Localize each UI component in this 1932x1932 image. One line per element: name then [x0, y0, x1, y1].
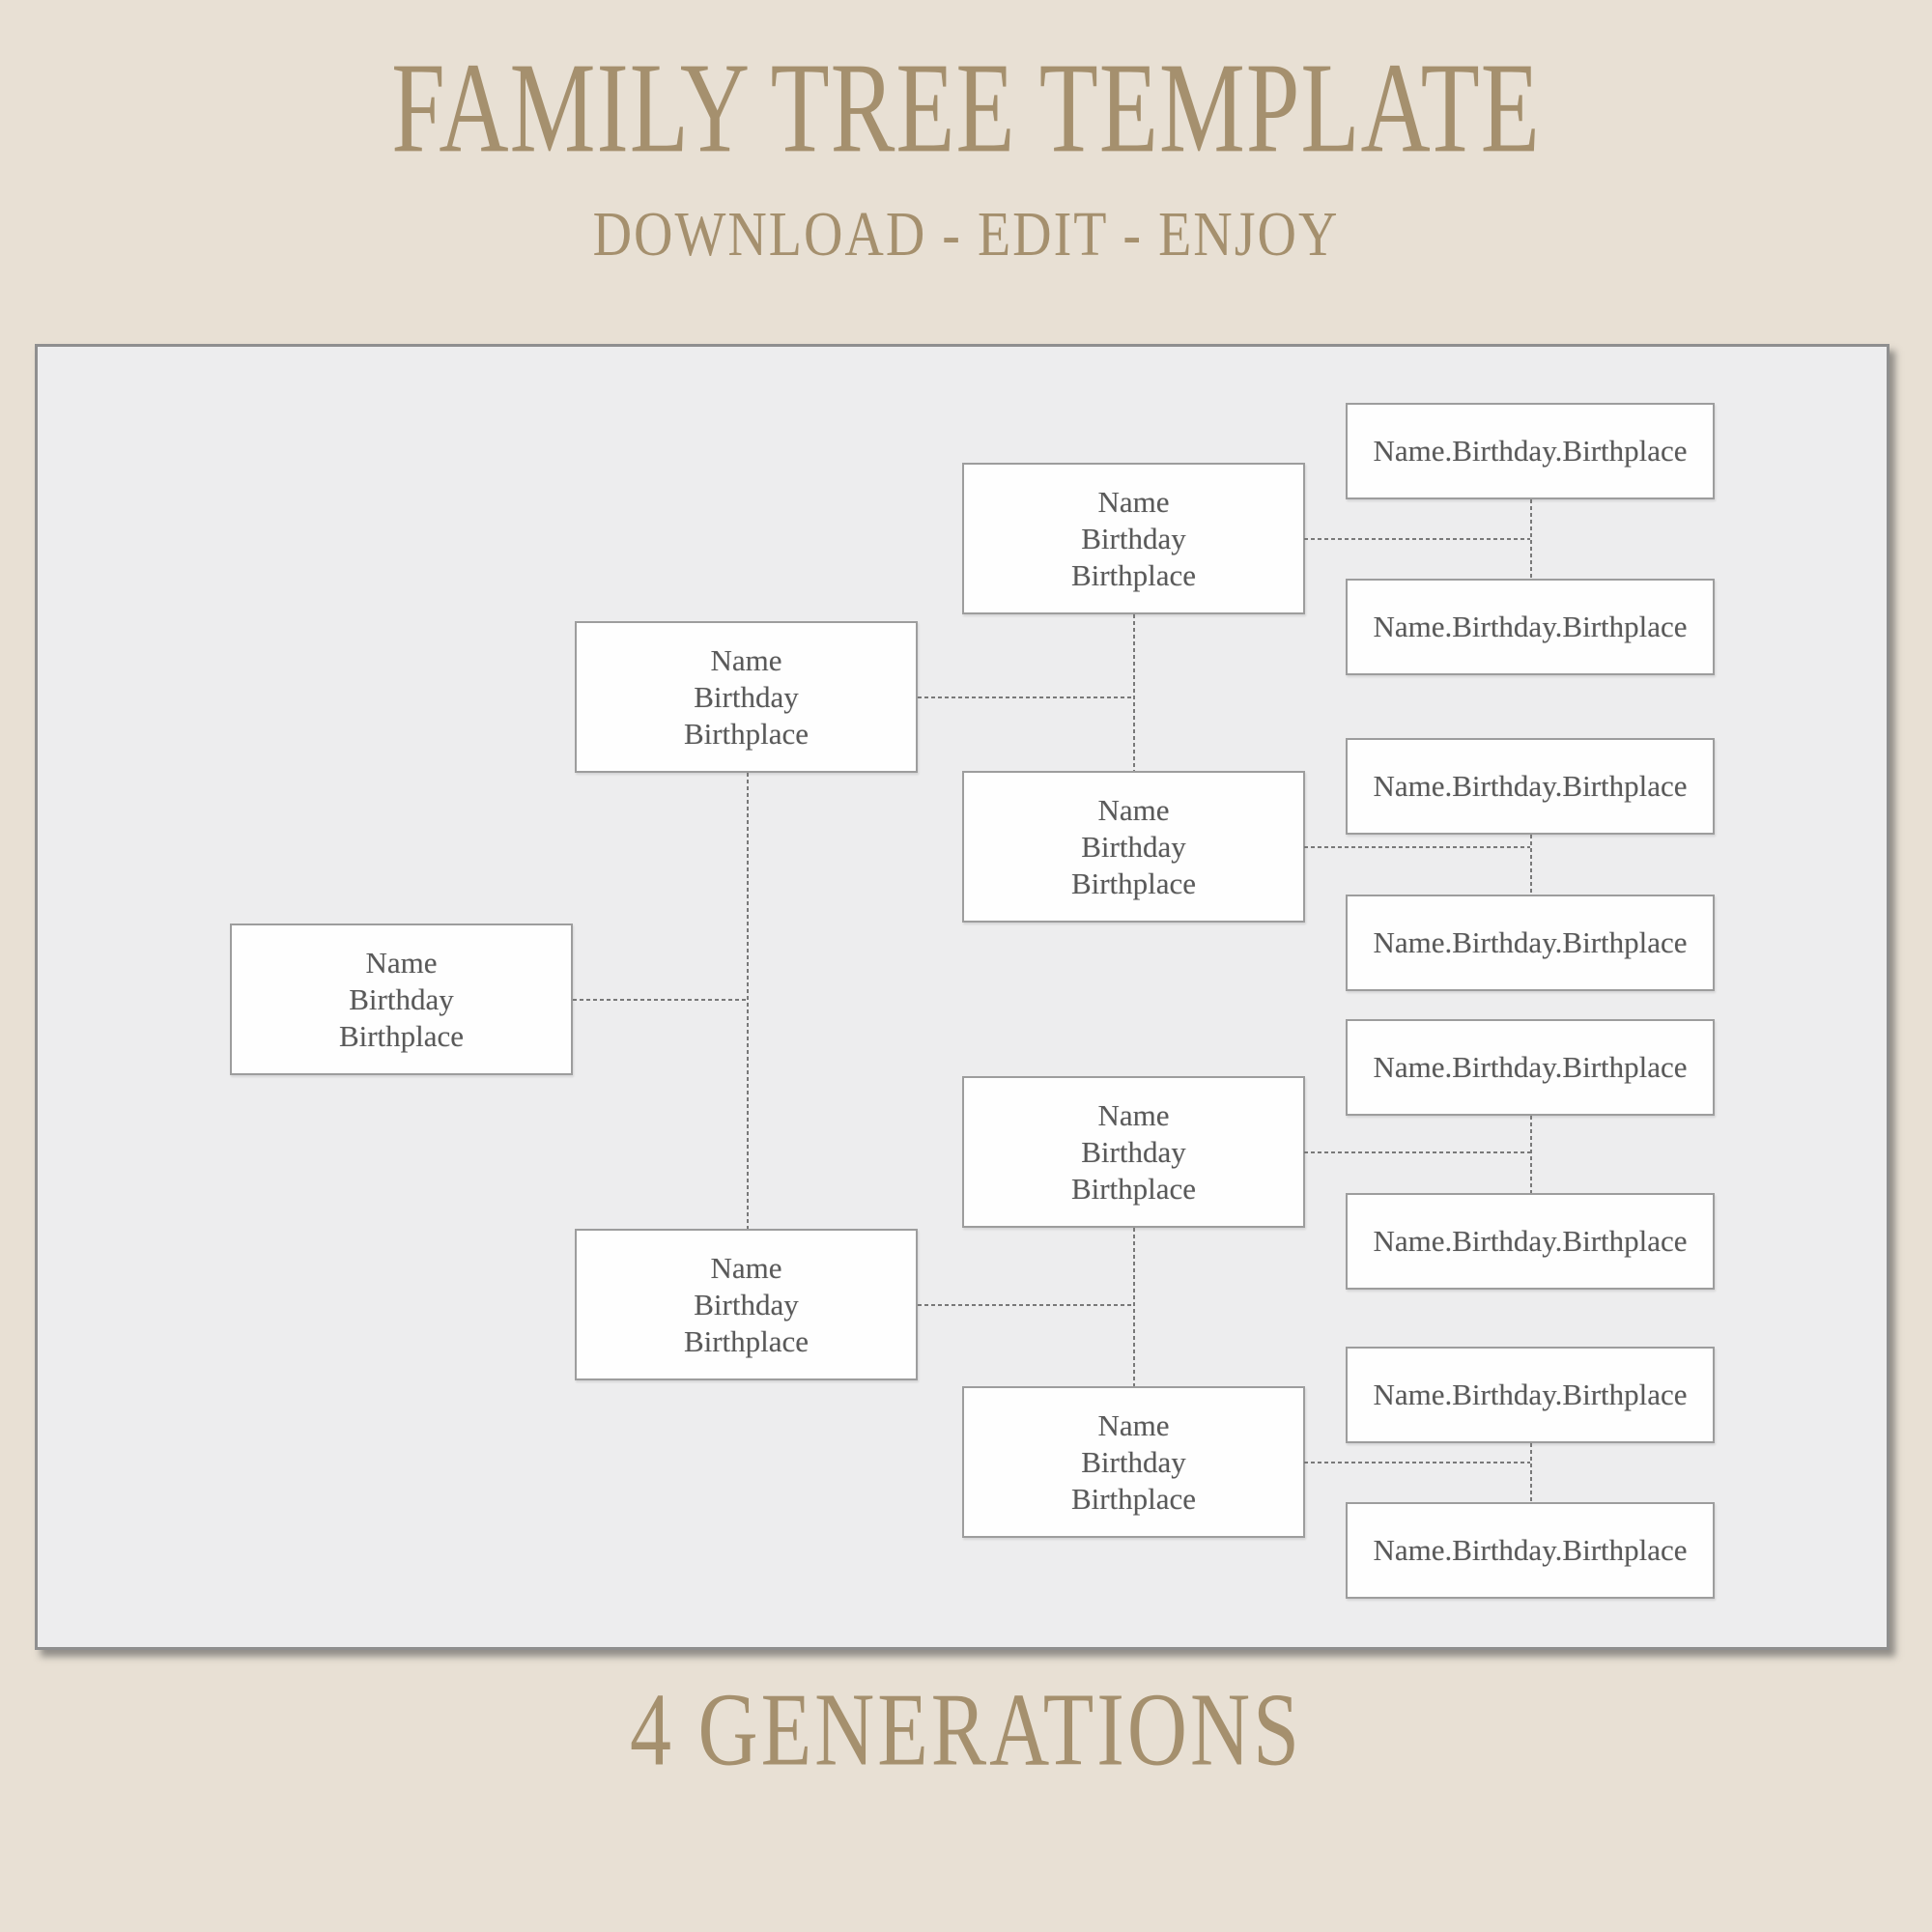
person-birthplace-line: Birthplace: [1070, 557, 1197, 592]
connector-gen4-pair4-v: [1530, 1443, 1532, 1502]
leaf-card-gen4-7: Name.Birthday.Birthplace: [1346, 1347, 1715, 1443]
person-card-gen3-1: Name Birthday Birthplace: [962, 463, 1305, 614]
connector-gen3-2-h: [1304, 846, 1530, 848]
connector-gen2-pair-v: [747, 773, 749, 1229]
leaf-card-gen4-6: Name.Birthday.Birthplace: [1346, 1193, 1715, 1290]
connector-gen4-pair2-v: [1530, 835, 1532, 895]
person-name-line: Name: [365, 945, 438, 980]
leaf-card-gen4-1: Name.Birthday.Birthplace: [1346, 403, 1715, 499]
leaf-card-gen4-4: Name.Birthday.Birthplace: [1346, 895, 1715, 991]
person-birthplace-line: Birthplace: [683, 1323, 810, 1358]
connector-gen3-pair34-v: [1133, 1228, 1135, 1386]
leaf-label: Name.Birthday.Birthplace: [1373, 925, 1688, 959]
leaf-label: Name.Birthday.Birthplace: [1373, 610, 1688, 643]
person-card-gen3-3: Name Birthday Birthplace: [962, 1076, 1305, 1228]
person-birthplace-line: Birthplace: [338, 1018, 465, 1053]
person-birthday-line: Birthday: [694, 679, 799, 714]
person-card-gen3-4: Name Birthday Birthplace: [962, 1386, 1305, 1538]
person-birthday-line: Birthday: [1081, 521, 1186, 555]
leaf-label: Name.Birthday.Birthplace: [1373, 769, 1688, 803]
leaf-label: Name.Birthday.Birthplace: [1373, 1224, 1688, 1258]
subheader: DOWNLOAD - EDIT - ENJOY: [0, 191, 1932, 278]
connector-gen4-pair1-v: [1530, 499, 1532, 579]
connector-gen3-1-h: [1304, 538, 1530, 540]
person-birthday-line: Birthday: [349, 981, 454, 1016]
leaf-label: Name.Birthday.Birthplace: [1373, 1050, 1688, 1084]
generations-caption: 4 GENERATIONS: [630, 1670, 1302, 1788]
person-birthday-line: Birthday: [694, 1287, 799, 1321]
footer: 4 GENERATIONS: [0, 1670, 1932, 1788]
connector-gen2-lower-h: [918, 1304, 1133, 1306]
leaf-card-gen4-3: Name.Birthday.Birthplace: [1346, 738, 1715, 835]
person-card-gen2-upper: Name Birthday Birthplace: [575, 621, 918, 773]
connector-gen2-upper-h: [918, 696, 1133, 698]
leaf-label: Name.Birthday.Birthplace: [1373, 1378, 1688, 1411]
leaf-card-gen4-8: Name.Birthday.Birthplace: [1346, 1502, 1715, 1599]
connector-gen3-pair12-v: [1133, 614, 1135, 771]
person-birthplace-line: Birthplace: [1070, 1171, 1197, 1206]
person-birthplace-line: Birthplace: [1070, 866, 1197, 900]
page-subtitle: DOWNLOAD - EDIT - ENJOY: [592, 199, 1340, 270]
person-name-line: Name: [1097, 1407, 1170, 1442]
person-card-gen1: Name Birthday Birthplace: [230, 923, 573, 1075]
header: FAMILY TREE TEMPLATE: [0, 35, 1932, 180]
person-name-line: Name: [1097, 792, 1170, 827]
person-name-line: Name: [710, 1250, 782, 1285]
person-birthplace-line: Birthplace: [683, 716, 810, 751]
person-card-gen2-lower: Name Birthday Birthplace: [575, 1229, 918, 1380]
person-name-line: Name: [1097, 1097, 1170, 1132]
connector-gen3-4-h: [1304, 1462, 1530, 1463]
leaf-card-gen4-5: Name.Birthday.Birthplace: [1346, 1019, 1715, 1116]
leaf-label: Name.Birthday.Birthplace: [1373, 434, 1688, 468]
leaf-label: Name.Birthday.Birthplace: [1373, 1533, 1688, 1567]
person-birthday-line: Birthday: [1081, 829, 1186, 864]
person-birthday-line: Birthday: [1081, 1134, 1186, 1169]
person-name-line: Name: [1097, 484, 1170, 519]
leaf-card-gen4-2: Name.Birthday.Birthplace: [1346, 579, 1715, 675]
page-title: FAMILY TREE TEMPLATE: [391, 35, 1541, 180]
connector-gen4-pair3-v: [1530, 1116, 1532, 1193]
person-birthplace-line: Birthplace: [1070, 1481, 1197, 1516]
connector-gen1-h: [573, 999, 747, 1001]
family-tree-canvas: Name Birthday Birthplace Name Birthday B…: [35, 344, 1889, 1650]
person-birthday-line: Birthday: [1081, 1444, 1186, 1479]
person-name-line: Name: [710, 642, 782, 677]
person-card-gen3-2: Name Birthday Birthplace: [962, 771, 1305, 923]
connector-gen3-3-h: [1304, 1151, 1530, 1153]
